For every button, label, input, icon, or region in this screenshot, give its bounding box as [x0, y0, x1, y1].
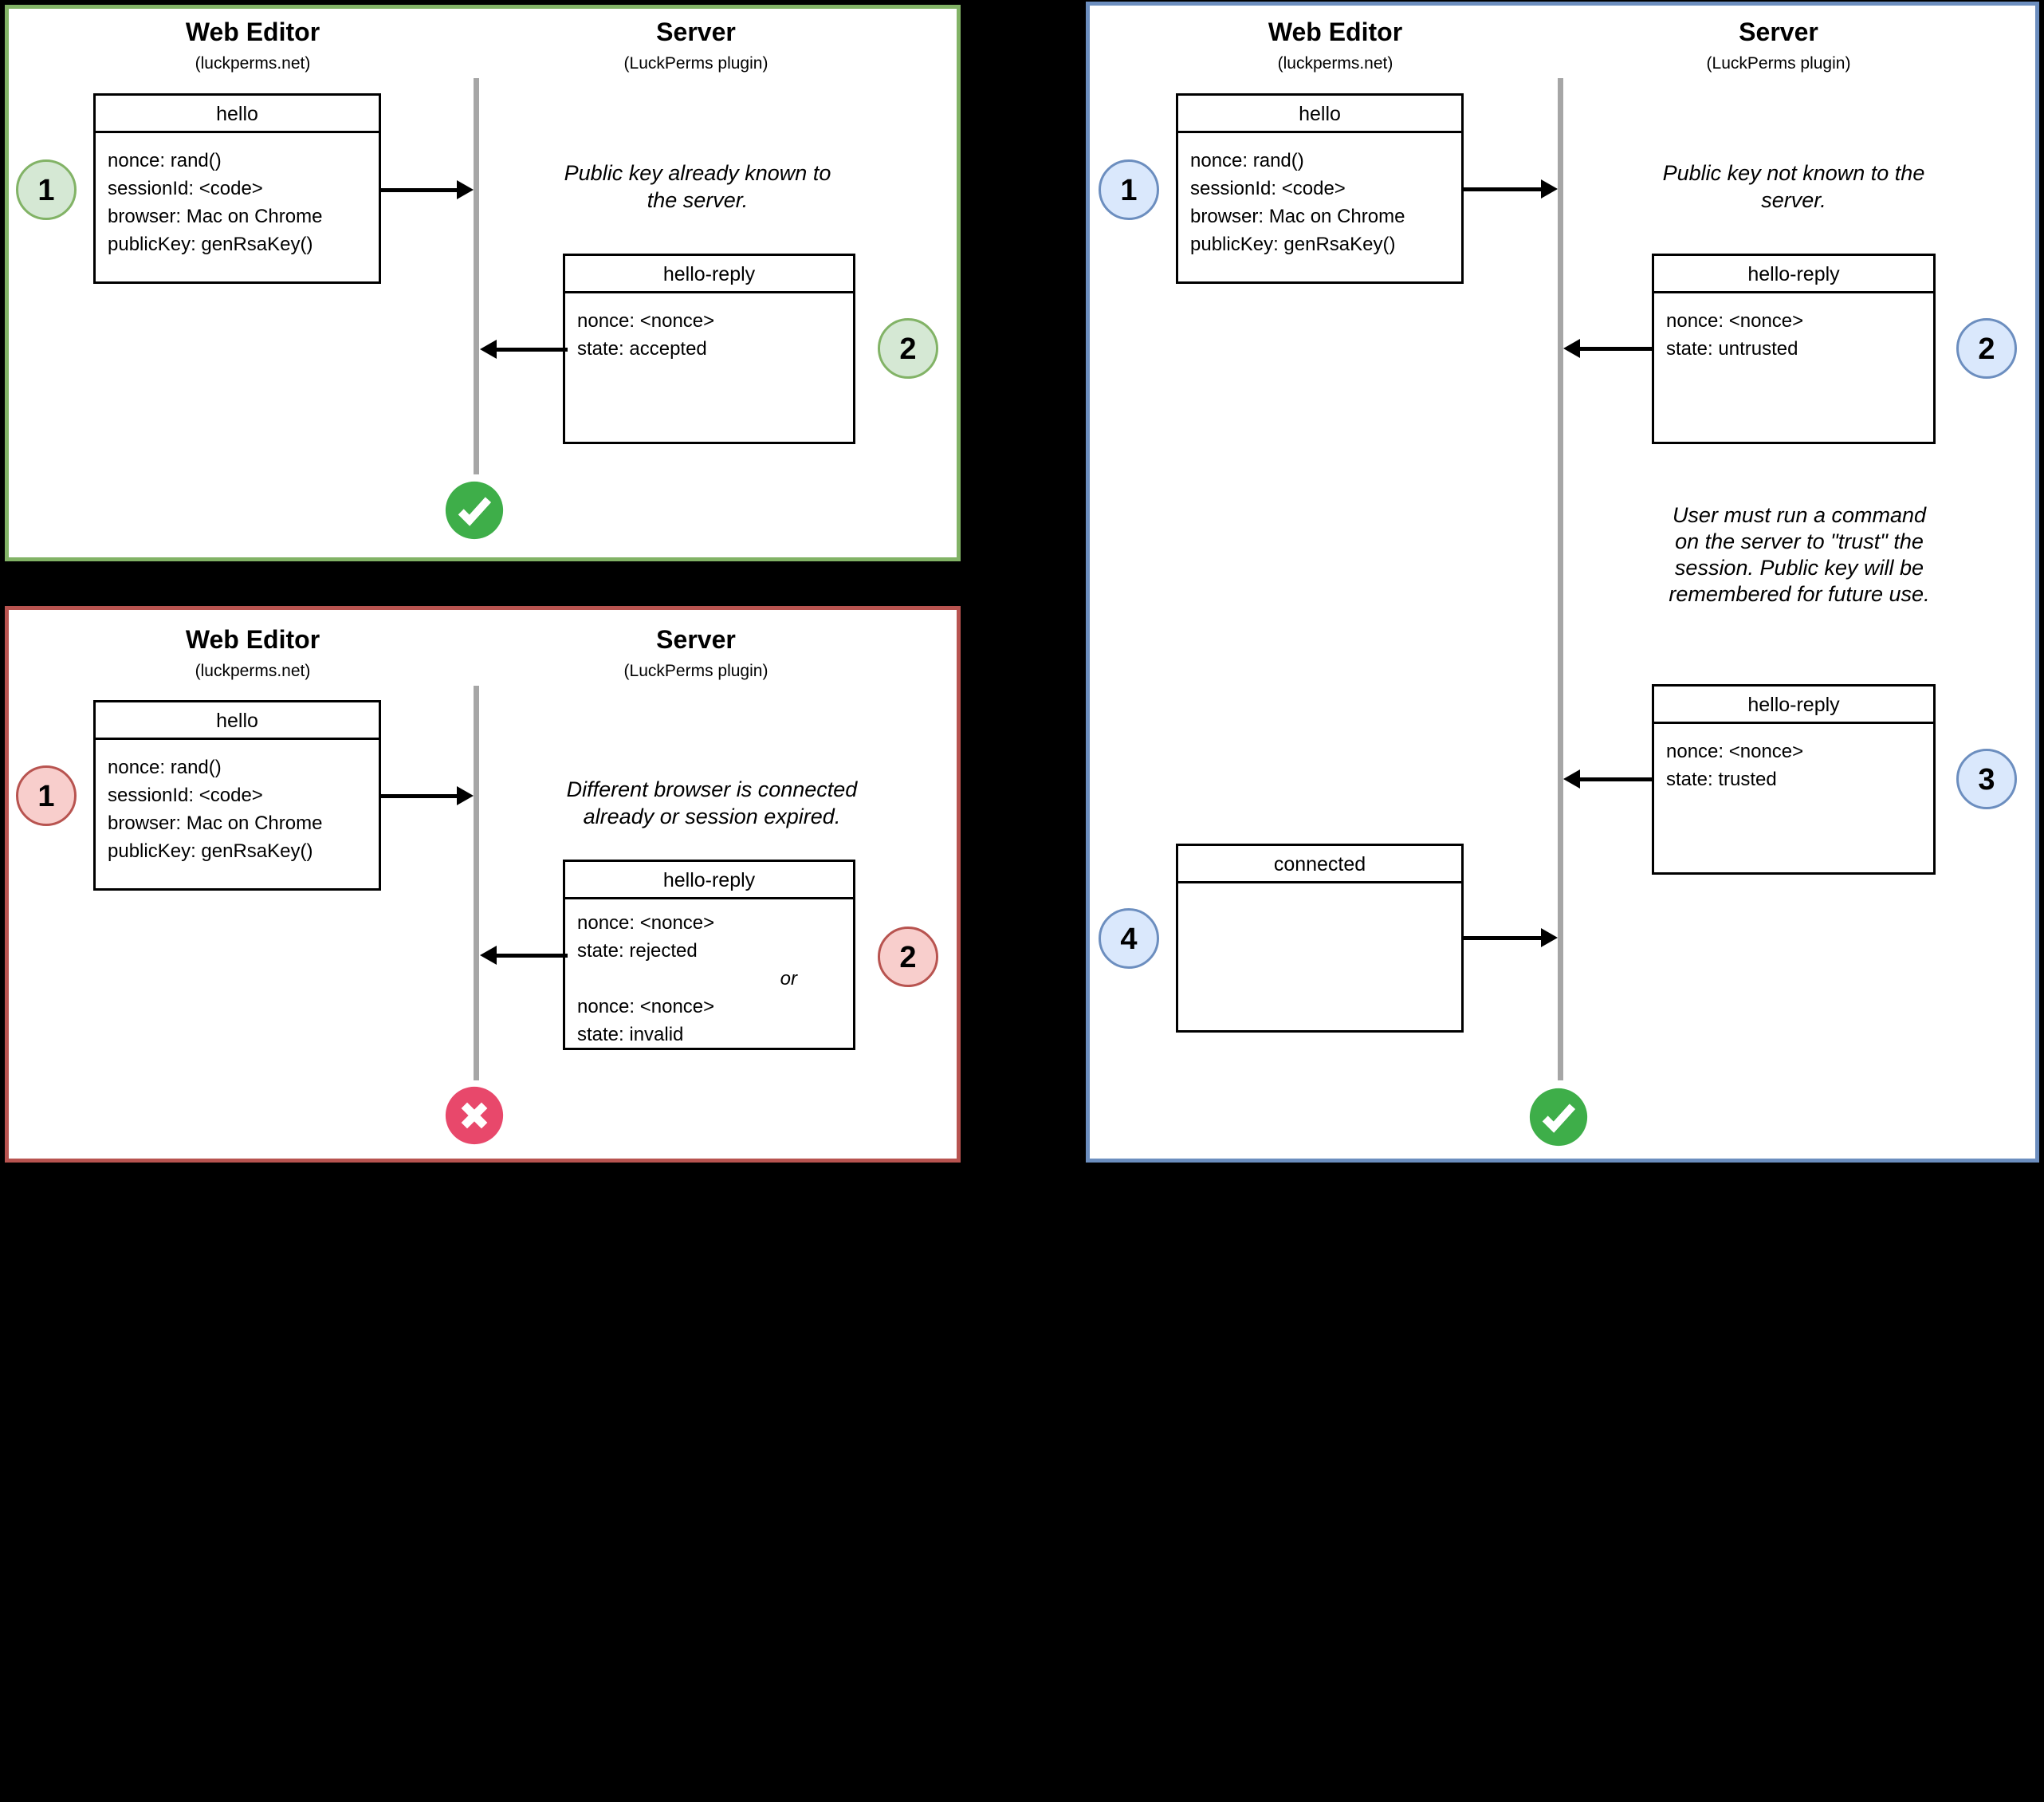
- server-lifeline: [474, 686, 479, 1080]
- message-field: nonce: <nonce>: [577, 996, 715, 1017]
- step-badge-4: 4: [1099, 908, 1159, 969]
- message-title: hello-reply: [565, 256, 853, 293]
- panel-untrusted-flow: Web Editor (luckperms.net) Server (LuckP…: [1086, 2, 2039, 1163]
- panel-rejected-flow: Web Editor (luckperms.net) Server (LuckP…: [5, 606, 961, 1163]
- arrow-right-icon: [381, 180, 474, 199]
- step-badge-2: 2: [1956, 318, 2017, 379]
- arrow-left-icon: [1563, 339, 1652, 358]
- hello-reply-message-box: hello-reply nonce: <nonce> state: untrus…: [1652, 254, 1936, 444]
- arrow-left-icon: [480, 946, 568, 965]
- actor-web-editor-subtitle: (luckperms.net): [195, 54, 311, 73]
- message-title: hello-reply: [1654, 256, 1933, 293]
- actor-web-editor-subtitle: (luckperms.net): [195, 662, 311, 680]
- actor-web-editor-title: Web Editor: [185, 625, 320, 654]
- server-note: Different browser is connected already o…: [566, 777, 858, 828]
- message-field: publicKey: genRsaKey(): [108, 234, 313, 255]
- message-field: state: invalid: [577, 1024, 684, 1045]
- step-badge-3: 3: [1956, 749, 2017, 809]
- hello-message-box: hello nonce: rand() sessionId: <code> br…: [93, 700, 381, 891]
- actor-server-subtitle: (LuckPerms plugin): [623, 54, 768, 73]
- check-icon: [1528, 1087, 1589, 1147]
- message-field: nonce: <nonce>: [1666, 741, 1804, 762]
- server-lifeline: [1558, 78, 1563, 1080]
- step-badge-1: 1: [16, 765, 77, 826]
- message-field: nonce: rand(): [108, 757, 222, 778]
- message-field: nonce: <nonce>: [577, 912, 715, 934]
- message-field: nonce: <nonce>: [577, 310, 715, 332]
- server-note: Public key not known to the server.: [1662, 161, 1925, 212]
- hello-reply-message-box: hello-reply nonce: <nonce> state: reject…: [563, 860, 855, 1050]
- step-badge-2: 2: [878, 927, 938, 987]
- actor-server-subtitle: (LuckPerms plugin): [623, 662, 768, 680]
- actor-server-title: Server: [656, 18, 736, 46]
- cross-icon: [444, 1085, 505, 1146]
- message-field: state: rejected: [577, 940, 698, 962]
- message-field: nonce: rand(): [108, 150, 222, 171]
- server-note: Public key already known to the server.: [564, 161, 831, 212]
- step-badge-1: 1: [16, 159, 77, 220]
- hello-message-box: hello nonce: rand() sessionId: <code> br…: [1176, 93, 1464, 284]
- trust-command-note: User must run a command on the server to…: [1669, 503, 1930, 606]
- message-field: nonce: rand(): [1190, 150, 1304, 171]
- message-field: state: accepted: [577, 338, 707, 360]
- message-field: browser: Mac on Chrome: [108, 812, 323, 834]
- message-field: sessionId: <code>: [108, 178, 263, 199]
- message-title: hello-reply: [1654, 687, 1933, 724]
- connected-message-box: connected: [1176, 844, 1464, 1033]
- step-badge-2: 2: [878, 318, 938, 379]
- message-field: nonce: <nonce>: [1666, 310, 1804, 332]
- arrow-right-icon: [1464, 179, 1558, 199]
- server-lifeline: [474, 78, 479, 474]
- message-title: hello: [96, 96, 379, 133]
- hello-reply-message-box: hello-reply nonce: <nonce> state: accept…: [563, 254, 855, 444]
- message-title: hello: [1178, 96, 1461, 133]
- message-field: state: trusted: [1666, 769, 1777, 790]
- actor-server-subtitle: (LuckPerms plugin): [1706, 54, 1851, 73]
- arrow-left-icon: [480, 340, 568, 359]
- message-title: connected: [1178, 846, 1461, 883]
- diagram-canvas: { "colors": { "background": "#000000", "…: [5, 2, 2039, 1163]
- message-title: hello-reply: [565, 862, 853, 899]
- actor-web-editor-subtitle: (luckperms.net): [1277, 54, 1393, 73]
- message-field: publicKey: genRsaKey(): [108, 840, 313, 862]
- or-separator: or: [780, 968, 797, 990]
- arrow-right-icon: [381, 786, 474, 805]
- message-field: sessionId: <code>: [108, 785, 263, 806]
- message-field: state: untrusted: [1666, 338, 1798, 360]
- arrow-left-icon: [1563, 769, 1652, 789]
- panel-accepted-flow: Web Editor (luckperms.net) Server (LuckP…: [5, 5, 961, 561]
- step-badge-1: 1: [1099, 159, 1159, 220]
- message-field: publicKey: genRsaKey(): [1190, 234, 1396, 255]
- arrow-right-icon: [1464, 928, 1558, 947]
- check-icon: [444, 480, 505, 541]
- message-title: hello: [96, 702, 379, 740]
- message-field: browser: Mac on Chrome: [108, 206, 323, 227]
- message-field: browser: Mac on Chrome: [1190, 206, 1405, 227]
- hello-reply-message-box: hello-reply nonce: <nonce> state: truste…: [1652, 684, 1936, 875]
- hello-message-box: hello nonce: rand() sessionId: <code> br…: [93, 93, 381, 284]
- actor-server-title: Server: [656, 625, 736, 654]
- actor-web-editor-title: Web Editor: [1268, 18, 1403, 46]
- message-field: sessionId: <code>: [1190, 178, 1346, 199]
- actor-web-editor-title: Web Editor: [185, 18, 320, 46]
- actor-server-title: Server: [1739, 18, 1818, 46]
